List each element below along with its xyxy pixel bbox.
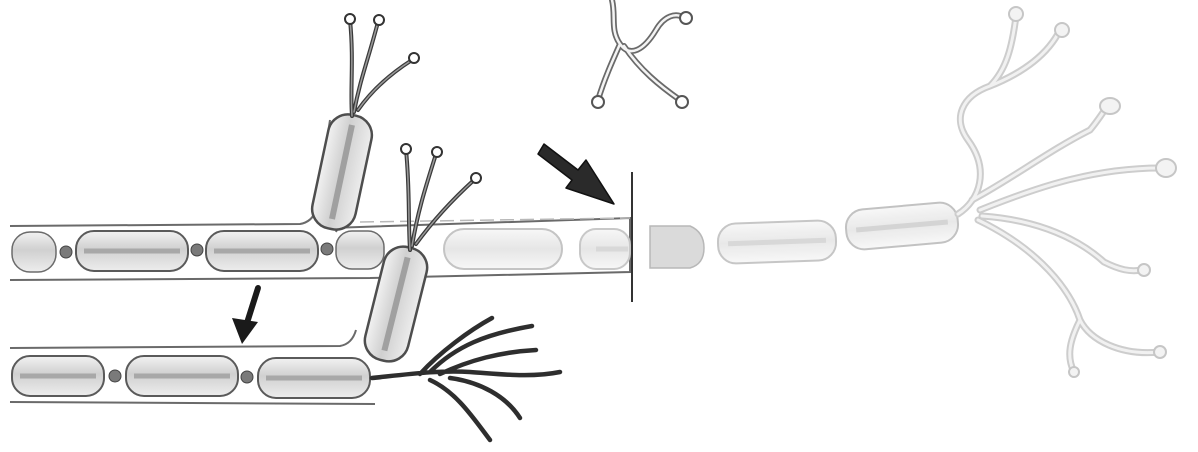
upper-collateral-branch bbox=[308, 14, 419, 233]
lower-nerve-fiber bbox=[10, 330, 375, 404]
distal-stump bbox=[650, 226, 704, 268]
distal-terminal-tree bbox=[958, 16, 1160, 372]
myelin-segment-degenerating bbox=[444, 229, 562, 269]
node-of-ranvier bbox=[60, 246, 72, 258]
down-arrow-icon bbox=[232, 288, 258, 344]
axon-terminal-branches bbox=[350, 20, 412, 116]
myelin-segment bbox=[336, 231, 384, 269]
node-of-ranvier bbox=[191, 244, 203, 256]
node-of-ranvier bbox=[109, 370, 121, 382]
detached-terminal-fragment bbox=[592, 0, 692, 108]
node-of-ranvier bbox=[321, 243, 333, 255]
diagonal-arrow-icon bbox=[538, 144, 614, 204]
distal-degenerating-fiber bbox=[650, 7, 1176, 377]
myelin-segment bbox=[12, 232, 56, 272]
node-of-ranvier bbox=[241, 371, 253, 383]
